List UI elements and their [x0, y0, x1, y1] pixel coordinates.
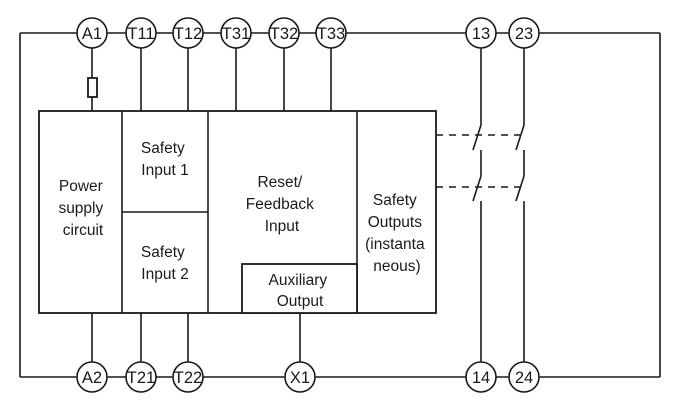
svg-text:T31: T31 — [222, 25, 250, 43]
svg-text:T11: T11 — [127, 25, 154, 43]
terminal-a2: A2 — [76, 361, 108, 393]
svg-text:T12: T12 — [174, 25, 202, 43]
bottom-terminals: A2 T21 T22 X1 14 24 — [76, 361, 540, 393]
svg-text:X1: X1 — [290, 369, 310, 387]
reset-feedback-label: Reset/ Feedback Input — [246, 174, 318, 235]
svg-text:T22: T22 — [174, 369, 202, 387]
terminal-24: 24 — [508, 361, 540, 393]
svg-text:24: 24 — [515, 369, 533, 387]
terminal-13: 13 — [465, 17, 497, 49]
safety-input-2-label: Safety Input 2 — [141, 244, 189, 283]
terminal-14: 14 — [465, 361, 497, 393]
terminal-t12: T12 — [172, 17, 204, 49]
terminal-t32: T32 — [268, 17, 300, 49]
terminal-t11: T11 — [125, 17, 157, 49]
svg-text:A2: A2 — [82, 369, 102, 387]
relay-contacts — [436, 124, 525, 202]
auxiliary-output-block — [241, 263, 358, 314]
top-terminals: A1 T11 T12 T31 T32 T33 13 23 — [76, 17, 540, 49]
contact-k2-13-14 — [472, 175, 482, 202]
relay-module — [38, 110, 437, 314]
svg-text:T33: T33 — [317, 25, 345, 43]
auxiliary-output-label: Auxiliary Output — [269, 272, 332, 310]
svg-text:A1: A1 — [82, 25, 102, 43]
safety-outputs-label: Safety Outputs (instanta neous) — [365, 192, 429, 275]
terminal-23: 23 — [508, 17, 540, 49]
svg-text:14: 14 — [472, 369, 490, 387]
contact-k1-13-14 — [472, 124, 482, 151]
terminal-t21: T21 — [125, 361, 157, 393]
svg-text:T32: T32 — [270, 25, 298, 43]
svg-text:T21: T21 — [127, 369, 155, 387]
contact-k1-23-24 — [515, 124, 525, 151]
fuse — [87, 77, 98, 98]
safety-input-1-label: Safety Input 1 — [141, 140, 189, 179]
svg-text:13: 13 — [472, 25, 490, 43]
terminal-x1: X1 — [284, 361, 316, 393]
svg-text:23: 23 — [515, 25, 533, 43]
terminal-a1: A1 — [76, 17, 108, 49]
terminal-t31: T31 — [220, 17, 252, 49]
terminal-t33: T33 — [315, 17, 347, 49]
contact-k2-23-24 — [515, 175, 525, 202]
terminal-t22: T22 — [172, 361, 204, 393]
power-supply-label: Power supply circuit — [58, 178, 107, 239]
